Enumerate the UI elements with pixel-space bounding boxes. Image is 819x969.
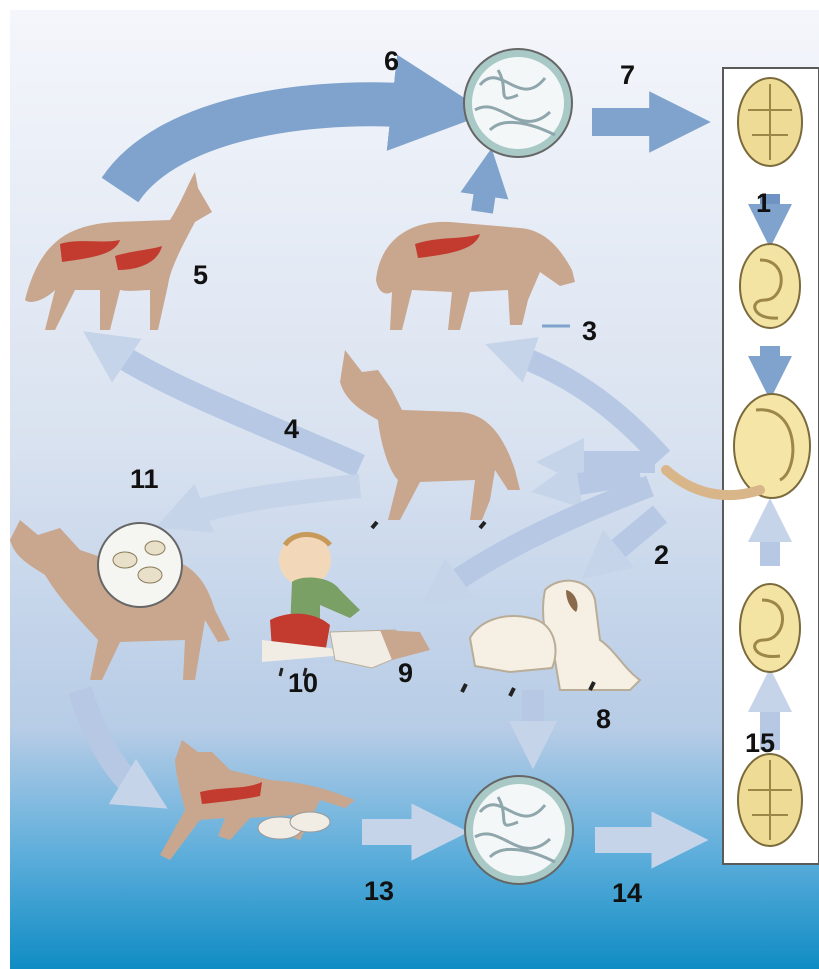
label-6: 6 <box>384 48 399 75</box>
larva-egg-icon <box>740 244 800 328</box>
label-3: 3 <box>582 318 597 345</box>
label-13: 13 <box>364 878 394 905</box>
label-5: 5 <box>193 262 208 289</box>
label-9: 9 <box>398 660 413 687</box>
egg-icon <box>738 78 802 166</box>
intestine-icon <box>464 49 572 157</box>
label-1: 1 <box>756 190 771 217</box>
label-10: 10 <box>288 670 318 697</box>
label-15: 15 <box>745 730 775 757</box>
label-2: 2 <box>654 542 669 569</box>
larva-egg-icon <box>734 394 810 498</box>
label-11: 11 <box>130 466 159 493</box>
egg-icon <box>738 754 802 846</box>
larva-egg-icon <box>740 584 800 672</box>
label-14: 14 <box>612 880 642 907</box>
label-8: 8 <box>596 706 611 733</box>
label-7: 7 <box>620 62 635 89</box>
arrow-3-up <box>482 172 488 212</box>
label-4: 4 <box>284 416 299 443</box>
intestine-icon <box>465 776 573 884</box>
